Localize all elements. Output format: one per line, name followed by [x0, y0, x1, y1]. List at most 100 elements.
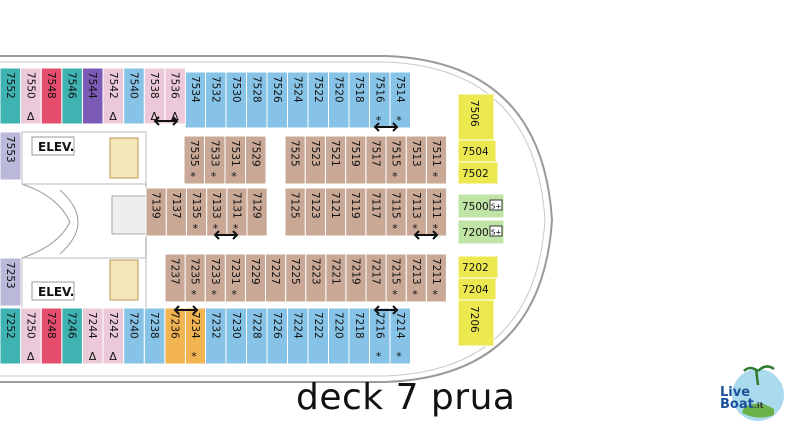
cabin-number: 7528	[250, 76, 262, 103]
cabin-cell	[457, 93, 495, 141]
cabin-7544: 7544	[81, 67, 104, 125]
cabin-7115: 7115*	[385, 187, 407, 237]
cabin-number: 7123	[309, 192, 321, 219]
cabin-number: 7513	[410, 140, 422, 167]
logo-palm	[743, 365, 775, 386]
cabin-number: 7218	[353, 312, 365, 339]
corridor-arrow	[213, 230, 239, 240]
cabin-7125: 7125	[284, 187, 306, 237]
connecting-mark: Δ	[109, 350, 117, 363]
cabin-number: 7506	[468, 100, 480, 127]
accessible-mark: *	[376, 350, 382, 363]
connecting-mark: Δ	[27, 110, 35, 123]
cabin-7117: 7117	[365, 187, 387, 237]
cabin-7131: 7131*	[226, 187, 248, 237]
accessible-mark: *	[392, 170, 398, 183]
cabin-7517: 7517	[365, 135, 387, 185]
cabin-7123: 7123	[304, 187, 326, 237]
cabin-number: 7544	[86, 72, 98, 99]
cabin-number: 7253	[4, 262, 16, 289]
accessible-mark: *	[213, 222, 219, 235]
suite-badge: S+	[491, 203, 501, 211]
cabin-7137: 7137	[165, 187, 187, 237]
cabin-7129: 7129	[246, 187, 268, 237]
cabin-number: 7121	[329, 192, 341, 219]
accessible-mark: *	[392, 288, 398, 301]
cabin-7213: 7213*	[405, 253, 427, 303]
liveboat-logo	[732, 365, 784, 421]
connecting-mark: Δ	[151, 110, 159, 123]
cabin-7528: 7528	[246, 71, 268, 129]
cabin-number: 7252	[4, 312, 16, 339]
cabin-number: 7230	[230, 312, 242, 339]
corridor-arrow	[373, 305, 399, 315]
cabin-7533: 7533*	[204, 135, 226, 185]
connecting-mark: Δ	[109, 110, 117, 123]
cabin-number: 7552	[4, 72, 16, 99]
cabin-7229: 7229	[244, 253, 266, 303]
logo-suffix: .it	[753, 401, 764, 410]
cabin-number: 7232	[209, 312, 221, 339]
cabin-number: 7113	[410, 192, 422, 219]
cabin-cell	[183, 135, 205, 185]
cabin-7246: 7246	[61, 307, 83, 365]
cabin-number: 7535	[188, 140, 200, 167]
elevator-label-box-top	[31, 136, 75, 156]
accessible-mark: *	[412, 222, 418, 235]
cabin-7202: 7202	[457, 255, 499, 279]
connecting-mark: Δ	[171, 110, 179, 123]
accessible-mark: *	[231, 288, 237, 301]
cabin-number: 7213	[410, 258, 422, 285]
cabin-number: 7531	[229, 140, 241, 167]
cabin-number: 7250	[24, 312, 36, 339]
cabin-layer: 7111*7113*7115*7117711971217123712571297…	[0, 67, 505, 365]
cabin-7236: 7236	[164, 307, 186, 365]
cabin-7506: 7506	[457, 93, 495, 141]
cabin-number: 7214	[394, 312, 406, 339]
cabin-7211: 7211*	[425, 253, 447, 303]
stairs-top	[109, 137, 139, 179]
cabin-number: 7244	[86, 312, 98, 339]
cabin-7525: 7525	[284, 135, 306, 185]
cabin-number: 7517	[369, 140, 381, 167]
cabin-7206: 7206	[457, 299, 495, 347]
cabin-cell	[0, 307, 22, 365]
cabin-7214: 7214 *	[389, 307, 411, 365]
cabin-number: 7216	[373, 312, 385, 339]
corridor-arrow	[373, 122, 399, 132]
cabin-7133: 7133*	[206, 187, 228, 237]
cabin-7518: 7518	[348, 71, 370, 129]
cabin-number: 7248	[45, 312, 57, 339]
cabin-number: 7511	[430, 140, 442, 167]
cabin-7253: 7253	[0, 257, 22, 307]
cabin-7534: 7534	[184, 71, 206, 129]
cabin-number: 7226	[271, 312, 283, 339]
cabin-number: 7220	[332, 312, 344, 339]
accessible-mark: *	[392, 222, 398, 235]
connecting-mark: Δ	[89, 350, 97, 363]
cabin-7531: 7531*	[224, 135, 246, 185]
cabin-number: 7553	[4, 136, 16, 163]
cabin-7119: 7119	[345, 187, 367, 237]
cabin-7226: 7226	[266, 307, 288, 365]
cabin-7221: 7221	[325, 253, 347, 303]
cabin-cell	[0, 257, 22, 307]
cabin-7521: 7521	[324, 135, 347, 185]
cabin-7230: 7230	[225, 307, 247, 365]
hull-inner-line	[0, 61, 546, 377]
accessible-mark: *	[396, 350, 402, 363]
cabin-number: 7211	[430, 258, 442, 285]
cabin-number: 7225	[289, 258, 301, 285]
cabin-number: 7542	[107, 72, 119, 99]
cabin-number: 7515	[390, 140, 402, 167]
cabin-7204: 7204	[457, 277, 497, 301]
cabin-7553: 7553	[0, 131, 22, 181]
cabin-number: 7119	[349, 192, 361, 219]
cabin-number: 7522	[312, 76, 324, 103]
cabin-7252: 7252	[0, 307, 22, 365]
